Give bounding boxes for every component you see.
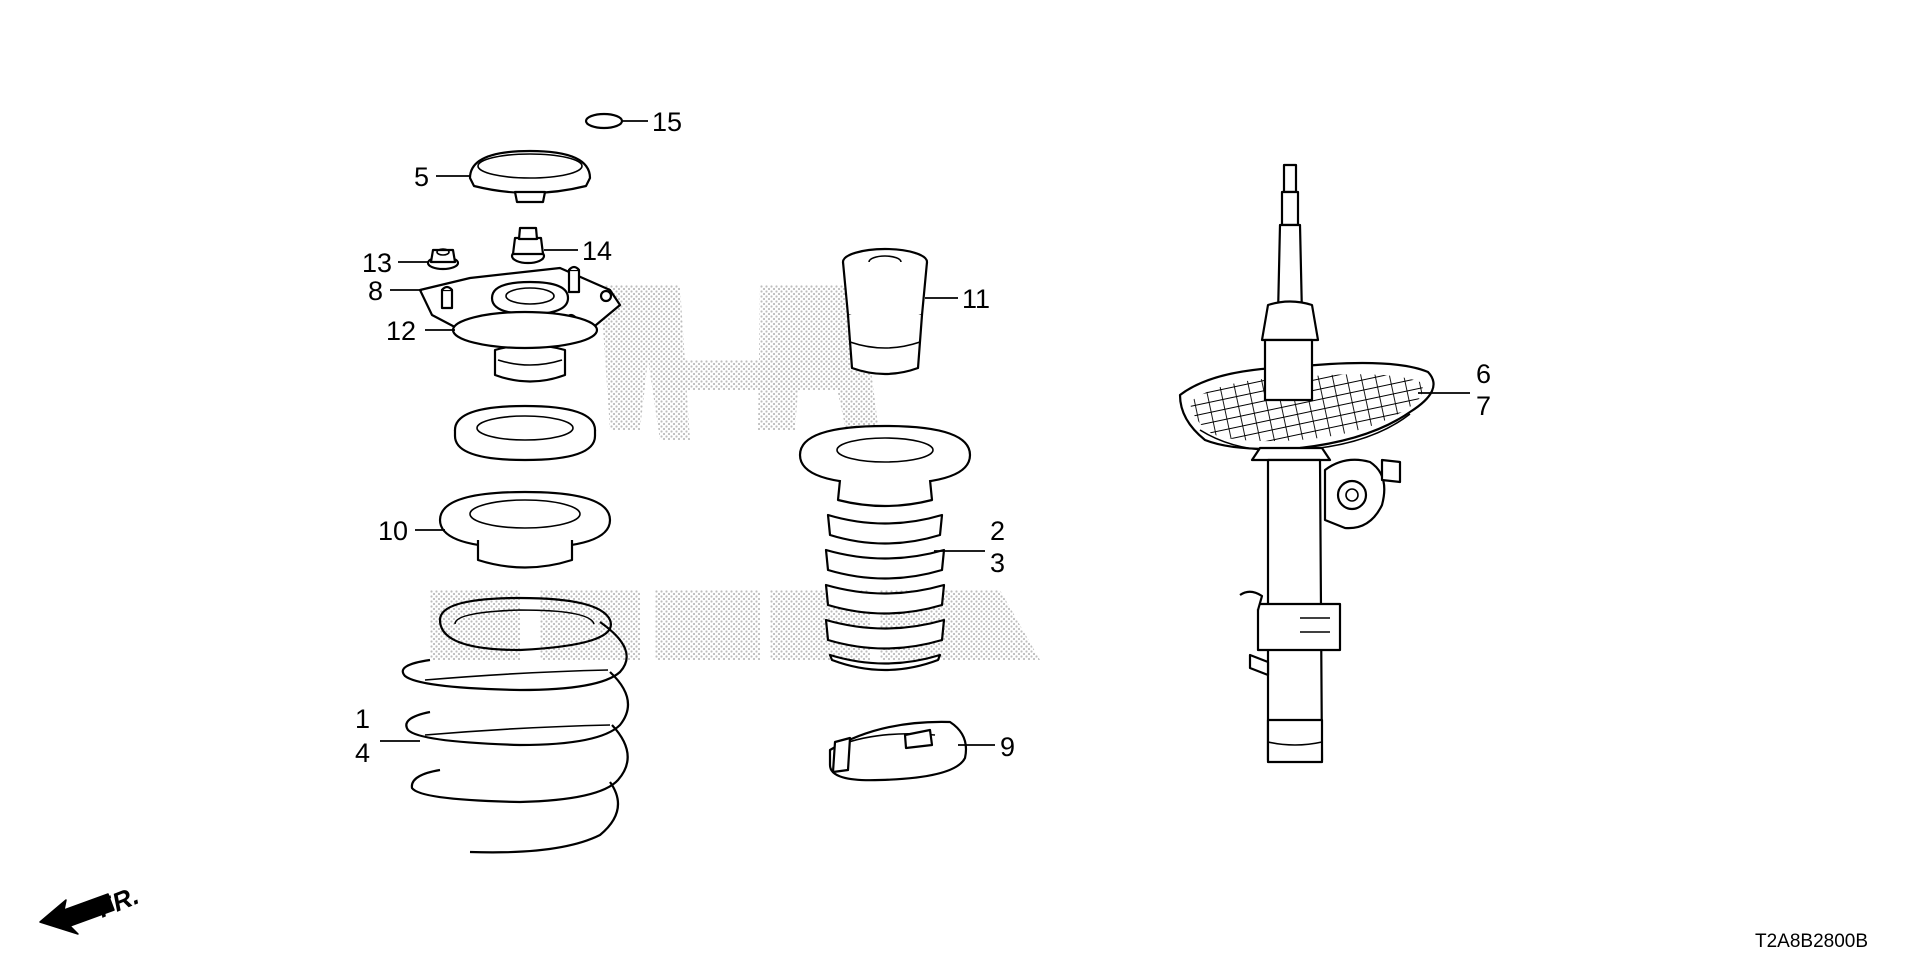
flange-nut-part-13: [426, 248, 460, 271]
bearing-part-12: [451, 310, 599, 350]
coil-spring-part-1-4: [401, 596, 630, 854]
callout-8: 8: [368, 276, 383, 306]
arrow-left-icon: [39, 893, 115, 935]
callout-3: 3: [990, 548, 1005, 578]
o-ring-part-15: [584, 112, 624, 130]
callout-7: 7: [1476, 391, 1491, 421]
dust-boot-part-2-3: [798, 424, 972, 672]
callout-14: 14: [582, 236, 612, 266]
callout-labels: 15 5 13 14 8 12 10 1 4 11 2 3 9 6 7: [355, 107, 1491, 768]
leader-lines: [380, 120, 1470, 746]
callout-12: 12: [386, 316, 416, 346]
cap-part-5: [468, 149, 592, 204]
bump-stop-part-11: [841, 247, 929, 376]
strut-assembly-part-6-7: [1178, 163, 1435, 764]
bearing-ring-part-12: [453, 404, 597, 462]
diagram-code: T2A8B2800B: [1755, 931, 1868, 952]
callout-1: 1: [355, 704, 370, 734]
callout-5: 5: [414, 162, 429, 192]
spring-seat-part-10: [438, 490, 612, 569]
callout-11: 11: [962, 284, 990, 314]
callout-15: 15: [652, 107, 682, 137]
direction-label: FR.: [93, 880, 143, 924]
callout-6: 6: [1476, 359, 1491, 389]
callout-13: 13: [362, 248, 392, 278]
callout-9: 9: [1000, 732, 1015, 762]
self-locking-nut-part-14: [510, 226, 546, 265]
callout-2: 2: [990, 516, 1005, 546]
callout-10: 10: [378, 516, 408, 546]
callout-4: 4: [355, 738, 370, 768]
spring-isolator-part-9: [828, 720, 968, 782]
front-direction-arrow: FR.: [39, 880, 143, 935]
